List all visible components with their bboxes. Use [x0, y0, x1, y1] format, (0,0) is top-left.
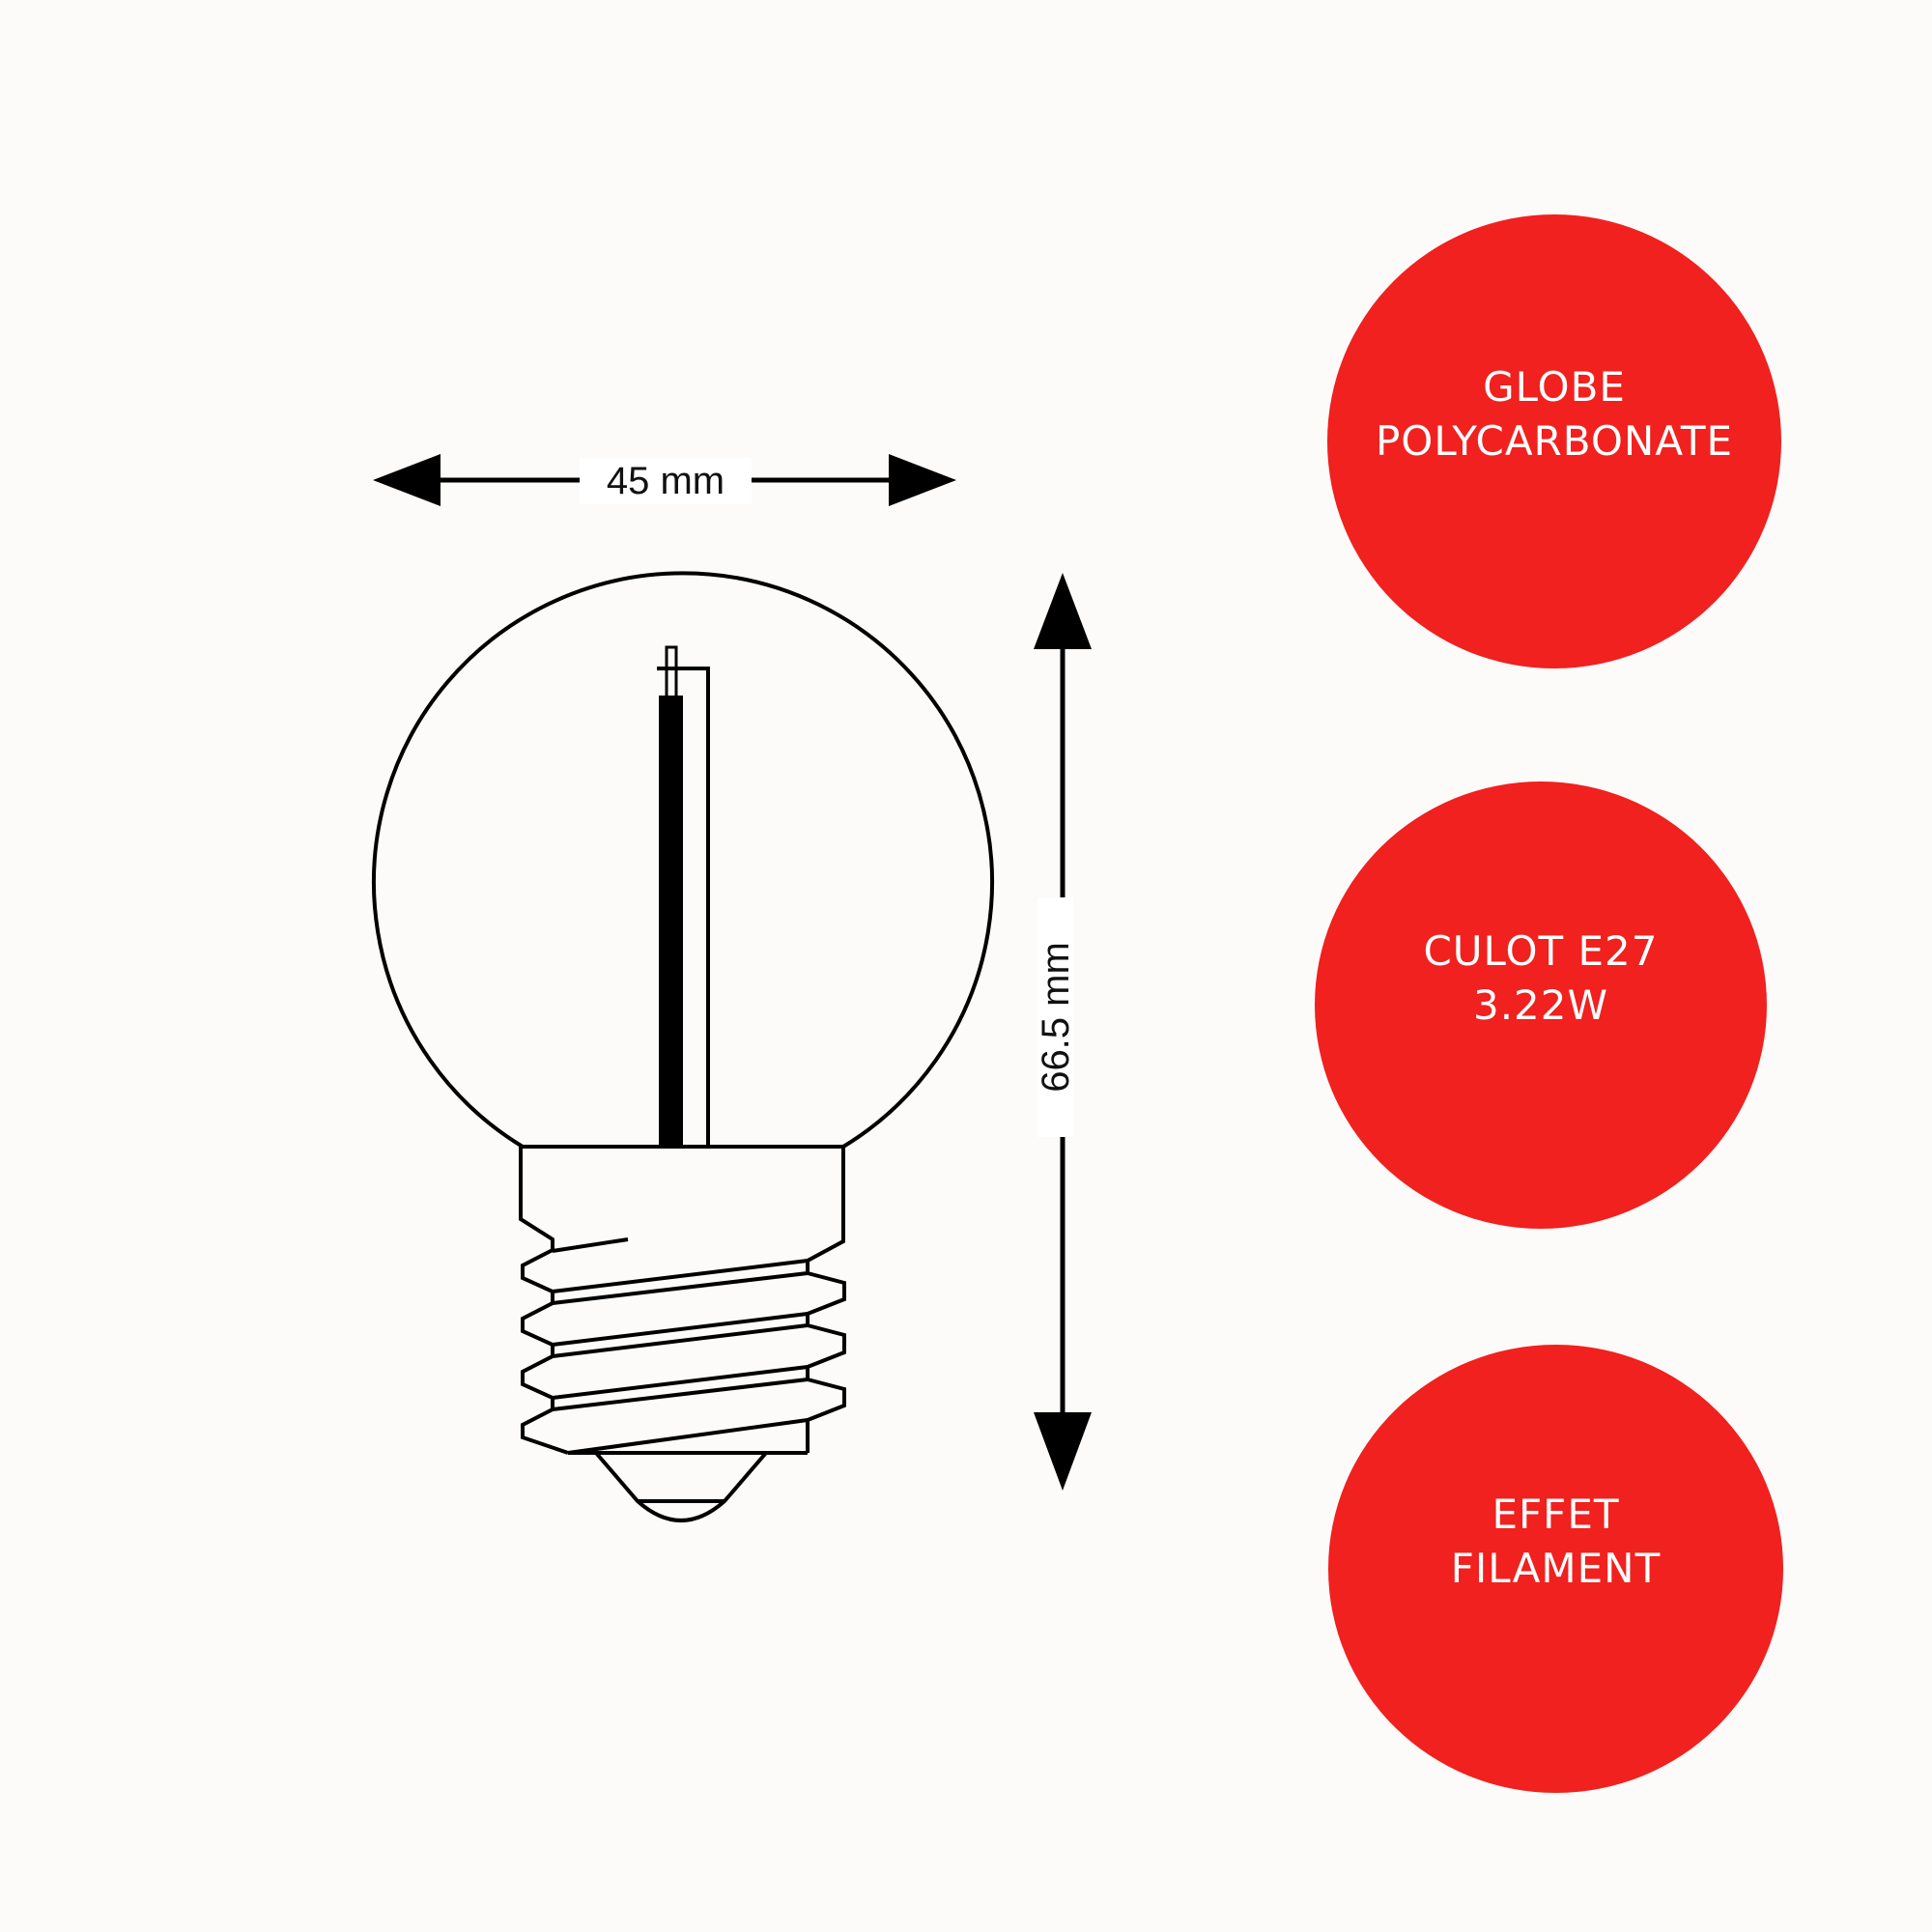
led-filament-globe-bulb-icon [372, 571, 994, 1522]
feature-badge-line1: EFFET [1492, 1491, 1620, 1538]
feature-badge-line2: POLYCARBONATE [1375, 417, 1734, 465]
filament-icon [659, 696, 683, 1147]
feature-badge-line2: 3.22W [1472, 980, 1609, 1029]
width-dimension-label: 45 mm [580, 458, 752, 504]
feature-badge-line1: CULOT E27 [1423, 926, 1659, 975]
globe-outline [372, 571, 994, 1149]
screw-thread-right [806, 1261, 846, 1453]
contact-tip [594, 1451, 768, 1522]
feature-badge-globe: GLOBE POLYCARBONATE [1327, 214, 1781, 668]
screw-thread-left [521, 1248, 569, 1455]
base-collar [521, 1145, 845, 1263]
width-dimension-text: 45 mm [606, 460, 725, 502]
feature-badge-line1: GLOBE [1483, 363, 1626, 411]
feature-badge-filament: EFFET FILAMENT [1328, 1345, 1783, 1793]
double-arrow-horizontal-icon [373, 454, 956, 506]
feature-badge-base: CULOT E27 3.22W [1315, 781, 1767, 1229]
height-dimension-label: 66.5 mm [1034, 897, 1077, 1137]
height-dimension-text: 66.5 mm [1034, 942, 1077, 1093]
feature-badge-line2: FILAMENT [1450, 1545, 1662, 1592]
double-arrow-vertical-icon [1034, 573, 1092, 1491]
